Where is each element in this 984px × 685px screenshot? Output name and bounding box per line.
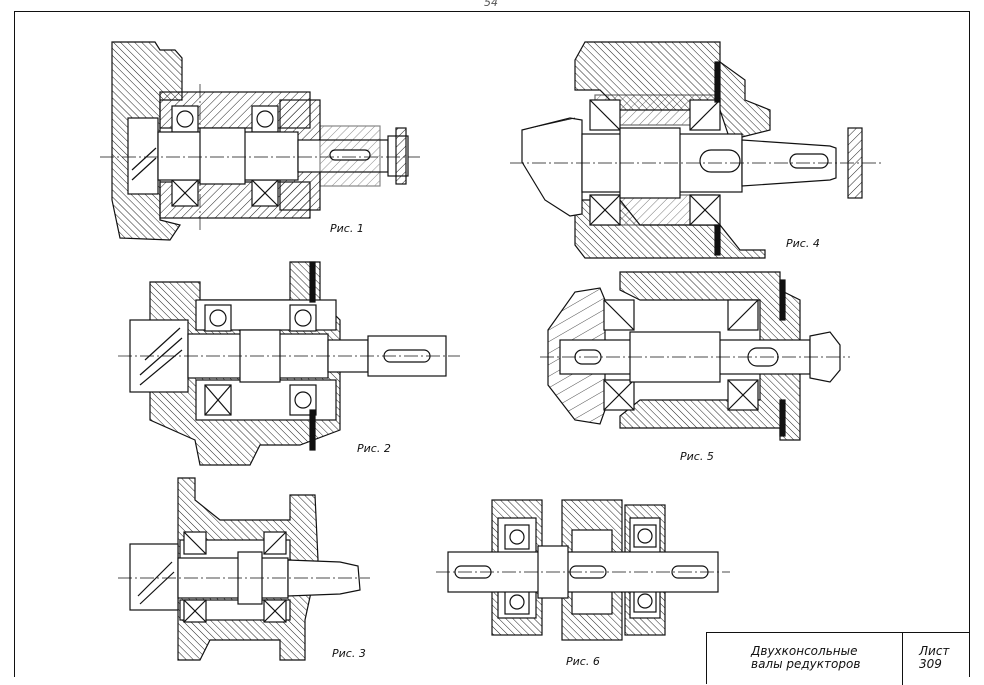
fig3-drawing: [118, 477, 370, 661]
fig2-caption: Рис. 2: [357, 442, 391, 455]
title-block-divider: [902, 633, 903, 685]
fig3-caption: Рис. 3: [332, 647, 366, 660]
fig2-drawing: [118, 261, 460, 466]
fig5-drawing: [540, 271, 850, 441]
page-number: 54: [484, 0, 498, 9]
fig5-caption: Рис. 5: [680, 450, 714, 463]
title-block-title: Двухконсольные валы редукторов: [751, 645, 860, 671]
fig1-caption: Рис. 1: [330, 222, 364, 235]
title-line-2: валы редукторов: [751, 657, 861, 671]
drawing-frame: [14, 11, 970, 677]
fig4-caption: Рис. 4: [786, 237, 820, 250]
fig1-drawing: [100, 41, 420, 241]
fig4-drawing: [510, 41, 882, 259]
title-line-1: Двухконсольные: [751, 644, 858, 658]
sheet-label: Лист: [919, 644, 950, 658]
sheet-box: Лист 309: [919, 645, 949, 671]
sheet-number: 309: [919, 657, 942, 671]
title-block: Двухконсольные валы редукторов Лист 309: [706, 632, 970, 685]
fig6-caption: Рис. 6: [566, 655, 600, 668]
fig6-drawing: [436, 499, 730, 641]
